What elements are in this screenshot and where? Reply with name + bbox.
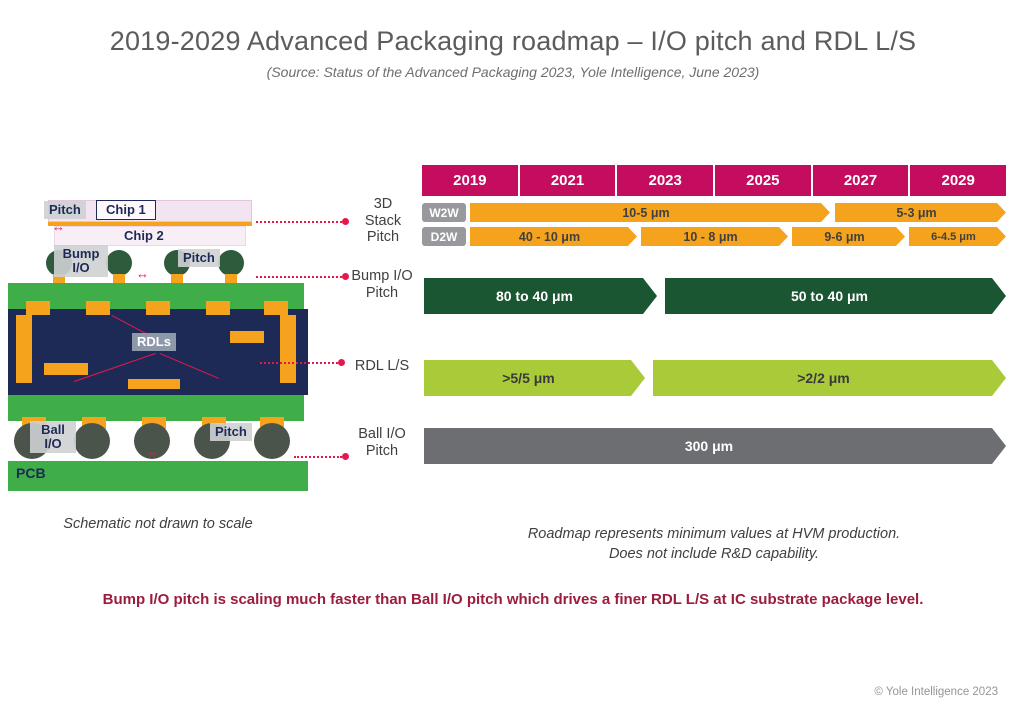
d2w-track: D2W 40 - 10 μm 10 - 8 μm 9-6 μm 6-4.5 μm bbox=[422, 227, 1006, 246]
row-label-line: 3D bbox=[373, 196, 393, 212]
row-label-3d-stack-pitch: 3D Stack Pitch bbox=[352, 196, 414, 246]
year-cell: 2021 bbox=[519, 165, 616, 196]
pitch-top-label: Pitch bbox=[44, 201, 86, 220]
year-cell: 2025 bbox=[715, 165, 811, 196]
connector-dot bbox=[342, 453, 349, 460]
year-header: 2019 2021 2023 2025 2027 2029 bbox=[422, 165, 1007, 196]
row-label-line: Pitch bbox=[365, 284, 399, 301]
connector-rdl bbox=[260, 362, 338, 364]
connector-stack bbox=[256, 221, 342, 223]
rdl-trace bbox=[230, 331, 264, 343]
ball-io-track: 300 μm bbox=[422, 428, 1006, 464]
connector-bump bbox=[256, 276, 342, 278]
pitch-arrow-icon: ↔ bbox=[136, 266, 149, 281]
solder-ball bbox=[254, 423, 290, 459]
roadmap-caption-line: Does not include R&D capability. bbox=[608, 545, 820, 562]
row-label-line: Bump I/O bbox=[351, 268, 413, 284]
copper-pad bbox=[146, 301, 170, 315]
rdl-trace bbox=[128, 379, 180, 389]
substrate-bottom-layer bbox=[8, 395, 304, 421]
micro-bump bbox=[218, 250, 244, 276]
package-schematic: ↔ ↔ ↔ Pitch Chip 1 Chip 2 Bump I/O Pitch… bbox=[8, 195, 308, 495]
pcb-board bbox=[8, 461, 308, 491]
bump-pad bbox=[53, 274, 65, 284]
bond-layer bbox=[48, 222, 252, 226]
copyright: © Yole Intelligence 2023 bbox=[874, 686, 998, 698]
rdl-ls-segment: >2/2 μm bbox=[653, 360, 1006, 396]
pitch-arrow-icon: ↔ bbox=[52, 219, 65, 234]
year-cell: 2019 bbox=[422, 165, 518, 196]
connector-ball bbox=[294, 456, 342, 458]
bump-pad bbox=[171, 274, 183, 284]
row-label-line: Pitch bbox=[365, 442, 399, 459]
copper-pad bbox=[26, 301, 50, 315]
solder-ball bbox=[74, 423, 110, 459]
d2w-segment: 10 - 8 μm bbox=[641, 227, 788, 246]
via-right bbox=[280, 315, 296, 383]
d2w-badge: D2W bbox=[422, 227, 466, 246]
bump-pad bbox=[225, 274, 237, 284]
roadmap-caption: Roadmap represents minimum values at HVM… bbox=[426, 525, 1002, 564]
pcb-label: PCB bbox=[16, 465, 46, 481]
rdl-ls-segment: >5/5 μm bbox=[424, 360, 645, 396]
w2w-track: W2W 10-5 μm 5-3 μm bbox=[422, 203, 1006, 222]
rdl-ls-track: >5/5 μm >2/2 μm bbox=[422, 360, 1006, 396]
pitch-arrow-icon: ↔ bbox=[146, 444, 159, 459]
bump-io-segment: 50 to 40 μm bbox=[665, 278, 1006, 314]
connector-dot bbox=[342, 218, 349, 225]
rdls-label: RDLs bbox=[132, 333, 176, 352]
d2w-segment: 9-6 μm bbox=[792, 227, 905, 246]
row-label-line: Stack bbox=[364, 212, 402, 229]
ball-io-segment: 300 μm bbox=[424, 428, 1006, 464]
connector-dot bbox=[338, 359, 345, 366]
row-label-bump-io-pitch: Bump I/O Pitch bbox=[348, 268, 416, 301]
bump-pad bbox=[113, 274, 125, 284]
chip1-label: Chip 1 bbox=[96, 200, 156, 221]
d2w-segment: 6-4.5 μm bbox=[909, 227, 1006, 246]
via-left bbox=[16, 315, 32, 383]
row-label-line: Ball I/O bbox=[358, 426, 406, 442]
year-cell: 2023 bbox=[617, 165, 714, 196]
row-label-line: RDL L/S bbox=[354, 358, 410, 374]
year-cell: 2029 bbox=[910, 165, 1007, 196]
row-label-rdl-ls: RDL L/S bbox=[348, 358, 416, 375]
w2w-badge: W2W bbox=[422, 203, 466, 222]
bump-pitch-label: Pitch bbox=[178, 249, 220, 268]
solder-ball bbox=[134, 423, 170, 459]
chip2-body bbox=[54, 226, 246, 246]
row-label-line: Pitch bbox=[366, 229, 400, 246]
bump-io-segment: 80 to 40 μm bbox=[424, 278, 657, 314]
row-label-ball-io-pitch: Ball I/O Pitch bbox=[348, 426, 416, 459]
connector-dot bbox=[342, 273, 349, 280]
ball-io-label: Ball I/O bbox=[30, 421, 76, 454]
copper-pad bbox=[206, 301, 230, 315]
w2w-segment: 5-3 μm bbox=[835, 203, 1006, 222]
copper-pad bbox=[264, 301, 288, 315]
page-subtitle: (Source: Status of the Advanced Packagin… bbox=[266, 64, 760, 80]
bump-io-track: 80 to 40 μm 50 to 40 μm bbox=[422, 278, 1006, 314]
w2w-segment: 10-5 μm bbox=[470, 203, 830, 222]
micro-bump bbox=[106, 250, 132, 276]
schematic-caption: Schematic not drawn to scale bbox=[63, 516, 253, 532]
roadmap-caption-line: Roadmap represents minimum values at HVM… bbox=[527, 526, 901, 542]
ball-pitch-label: Pitch bbox=[210, 423, 252, 442]
d2w-segment: 40 - 10 μm bbox=[470, 227, 637, 246]
page-title: 2019-2029 Advanced Packaging roadmap – I… bbox=[109, 26, 917, 56]
key-takeaway: Bump I/O pitch is scaling much faster th… bbox=[102, 591, 924, 608]
roadmap-chart: 2019 2021 2023 2025 2027 2029 W2W 10-5 μ… bbox=[422, 165, 1007, 575]
year-cell: 2027 bbox=[812, 165, 909, 196]
rdl-trace bbox=[44, 363, 88, 375]
chip2-label: Chip 2 bbox=[124, 228, 164, 243]
bump-io-label: Bump I/O bbox=[54, 245, 108, 278]
copper-pad bbox=[86, 301, 110, 315]
